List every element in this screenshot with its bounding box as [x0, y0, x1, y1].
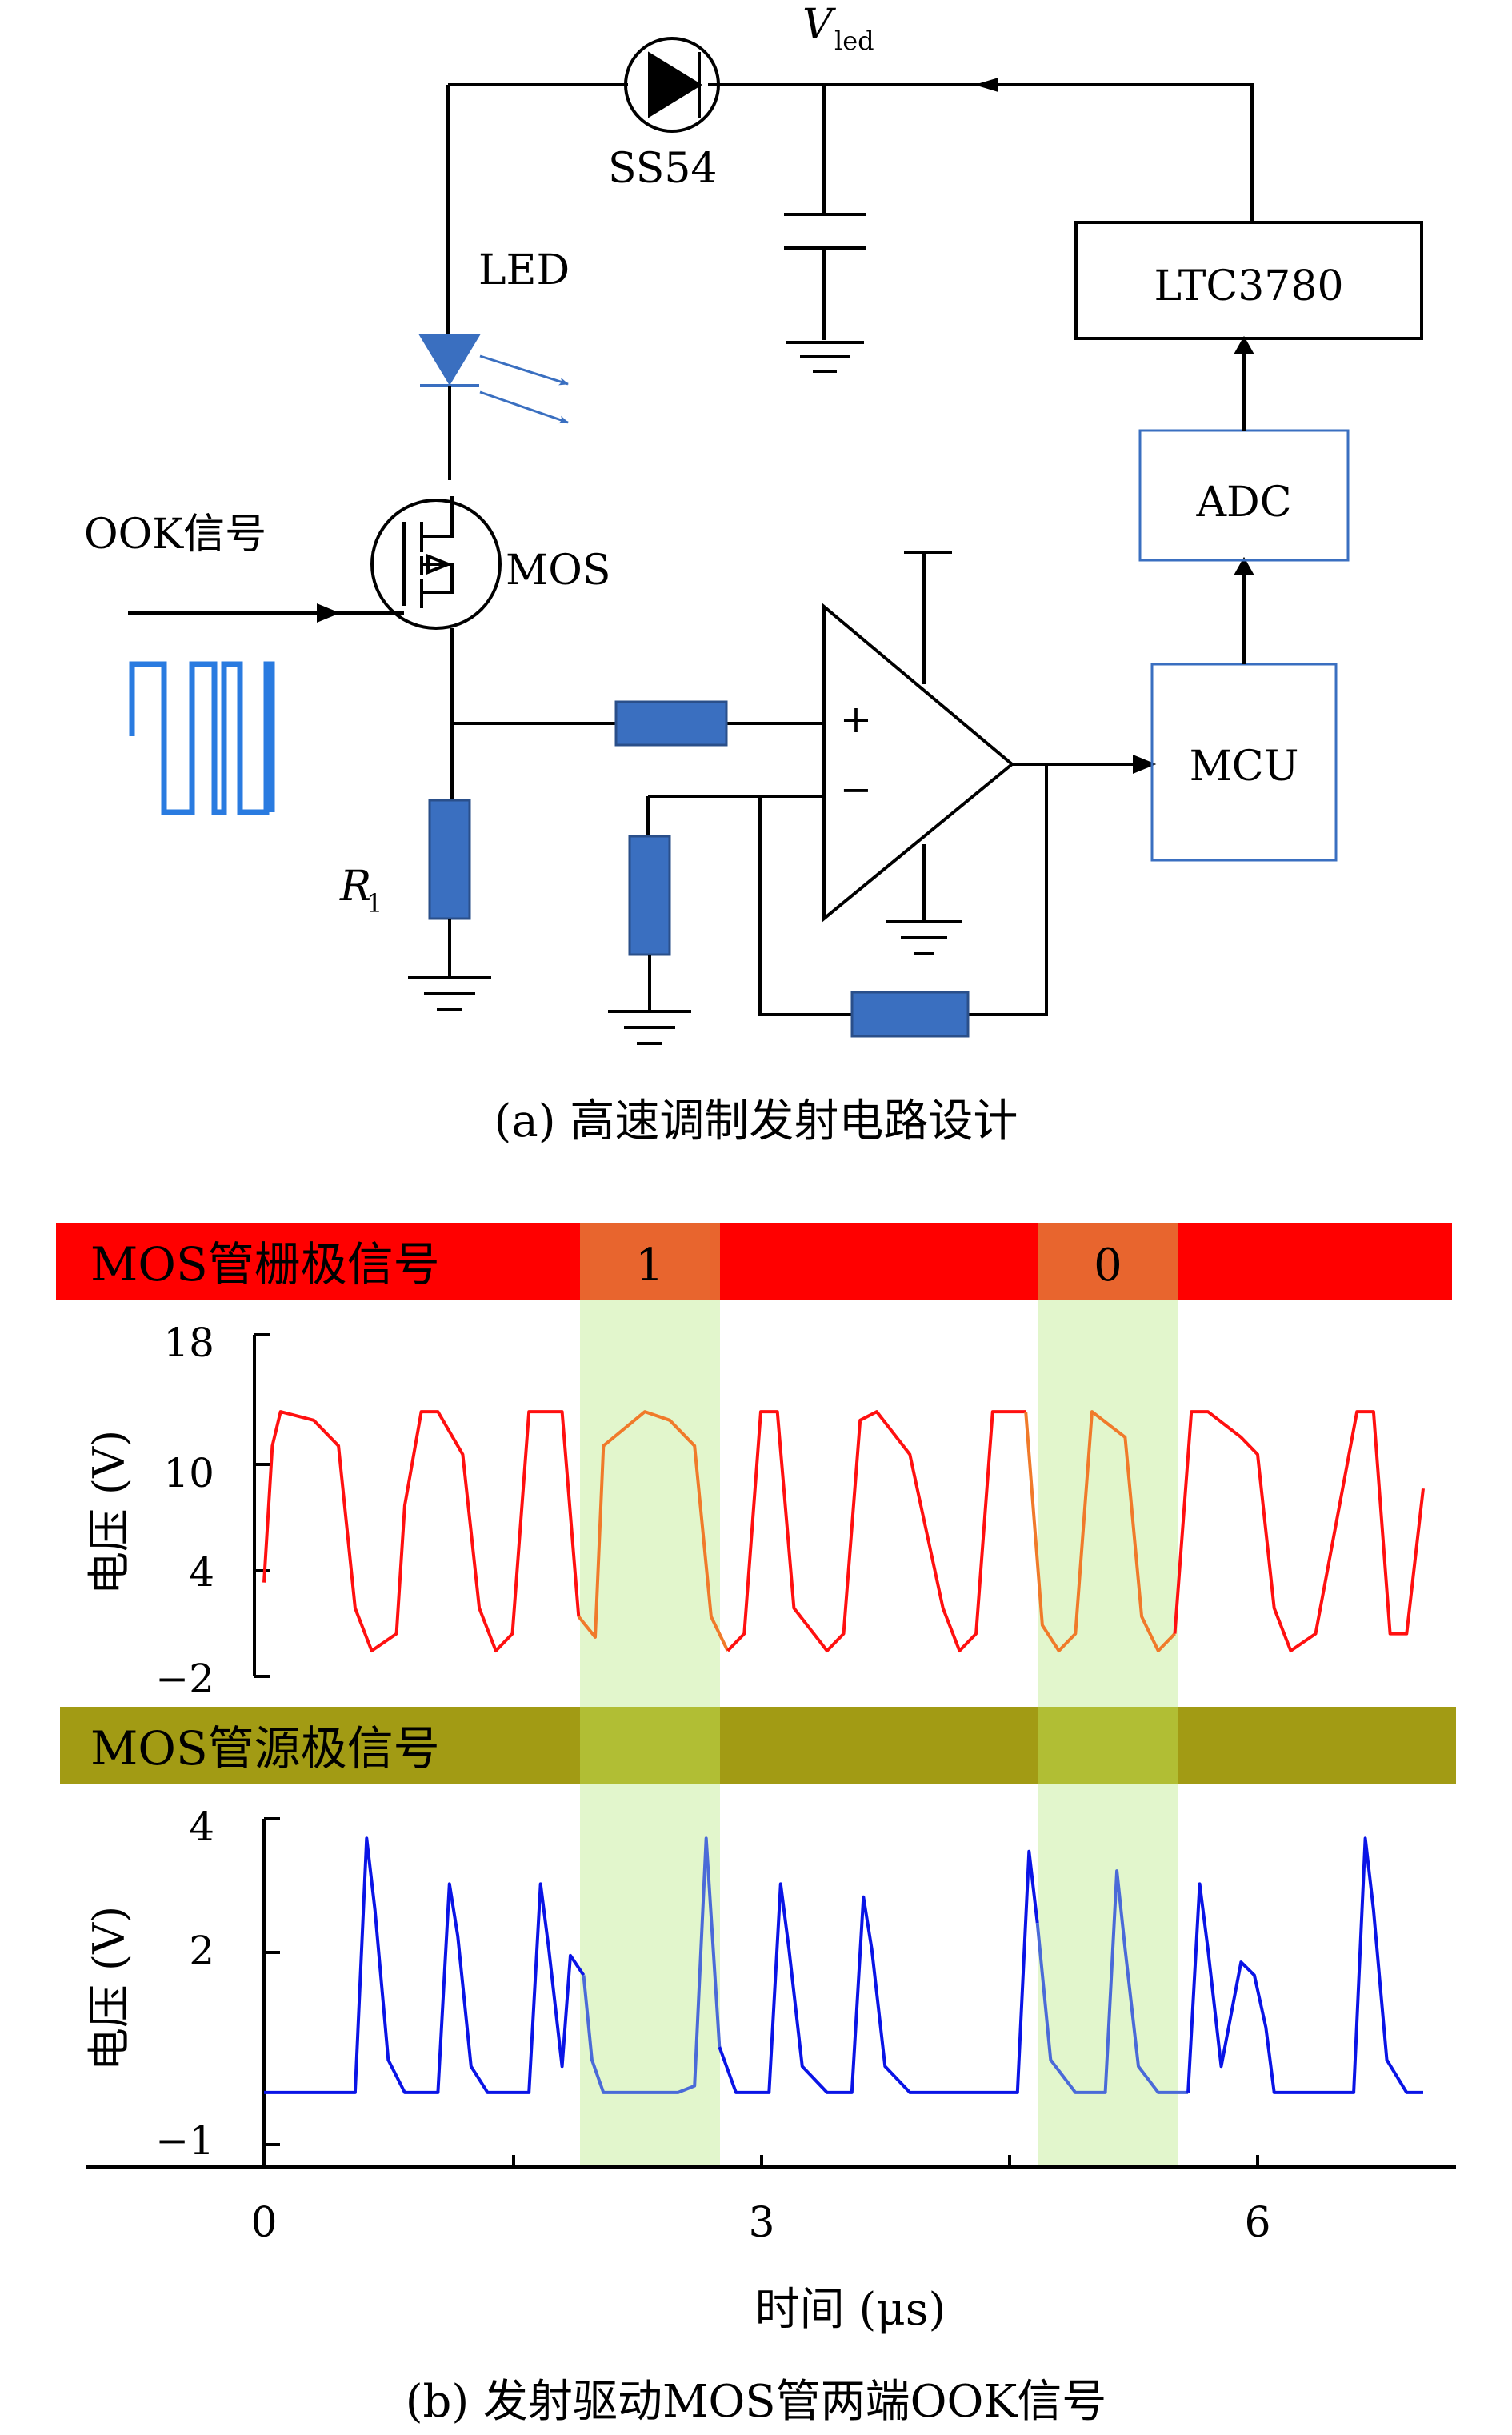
bottom-y-axis [262, 1817, 280, 2161]
bit-label-1: 1 [635, 1240, 664, 1292]
led-light-arrow-1 [479, 354, 569, 386]
resistor-input [614, 700, 728, 747]
source-banner-bit0 [1038, 1707, 1178, 1784]
r1-label: R [339, 863, 371, 911]
bit-label-0: 0 [1094, 1240, 1122, 1292]
capacitor-ground [786, 341, 864, 373]
source-banner [60, 1707, 1456, 1784]
resistor-ground [628, 835, 671, 956]
vled-subscript: led [834, 26, 874, 56]
gate-signal-trace [726, 1410, 1026, 1652]
opamp-plus-label: + [840, 697, 872, 742]
led-label: LED [478, 246, 570, 294]
opamp-supply [904, 551, 952, 684]
mcu-label: MCU [1190, 743, 1299, 791]
top-wire [448, 83, 1254, 222]
mos-transistor-circle [370, 499, 502, 630]
top-ylabel: 电压 (V) [84, 1430, 134, 1595]
arrow-to-adc [1234, 556, 1254, 575]
feedback-wire [758, 764, 1048, 1016]
arrow-to-ltc [1234, 335, 1254, 354]
diode-ss54-circle [624, 37, 720, 133]
ltc3780-label: LTC3780 [1154, 262, 1343, 310]
gate-banner-bit0 [1038, 1223, 1178, 1300]
source-banner-bit1 [580, 1707, 720, 1784]
source-signal-trace [582, 1836, 722, 2094]
gate-signal-trace [577, 1410, 730, 1652]
arrow-to-mcu [1133, 755, 1157, 774]
top-y-axis [253, 1333, 270, 1678]
source-signal-trace [1186, 1836, 1423, 2094]
ook-square-wave [129, 661, 275, 815]
source-signal-trace [718, 1849, 1039, 2094]
led-light-arrow-2 [479, 390, 569, 424]
resistor-ground-ground [608, 955, 691, 1045]
ook-input-arrow [317, 603, 341, 623]
bottom-ytick-neg1: −1 [155, 2117, 214, 2164]
gate-signal-trace [262, 1410, 581, 1652]
opamp-minus-label: − [840, 767, 872, 812]
circuit-diagram [128, 37, 1423, 1045]
gate-banner-bit1 [580, 1223, 720, 1300]
waveform-panel: MOS管栅极信号 1 0 MOS管源极信号 18 10 4 −2 电压 (V) … [56, 1223, 1456, 2428]
bottom-ylabel: 电压 (V) [84, 1906, 134, 2071]
xtick-3: 3 [748, 2199, 774, 2247]
led-symbol [418, 334, 481, 387]
source-signal-trace [1035, 1869, 1189, 2094]
wire-opamp-minus [646, 795, 824, 836]
gate-signal-trace [1024, 1410, 1176, 1652]
caption-b: (b) 发射驱动MOS管两端OOK信号 [406, 2376, 1107, 2428]
top-ytick-4: 4 [189, 1549, 214, 1596]
opamp-triangle [822, 603, 1015, 923]
resistor-r1 [428, 799, 471, 920]
ss54-label: SS54 [608, 145, 718, 193]
mos-label: MOS [506, 547, 611, 595]
vled-label: V [802, 1, 836, 49]
r1-ground [408, 919, 491, 1011]
caption-a: (a) 高速调制发射电路设计 [494, 1095, 1018, 1147]
source-banner-label: MOS管源极信号 [90, 1721, 440, 1776]
gate-signal-trace [1173, 1410, 1425, 1652]
xtick-0: 0 [250, 2199, 277, 2247]
circuit-labels: V led SS54 LED OOK信号 MOS R 1 LTC3780 ADC… [84, 1, 1344, 1147]
opamp-ground [886, 844, 962, 955]
source-signal-trace [264, 1836, 586, 2094]
gate-banner [56, 1223, 1452, 1300]
waveform-traces [262, 1410, 1425, 2094]
capacitor [784, 85, 866, 340]
resistor-feedback [850, 991, 970, 1038]
x-axis-label: 时间 (μs) [755, 2284, 946, 2336]
r1-subscript: 1 [366, 888, 382, 919]
x-axis [86, 2155, 1456, 2169]
xtick-6: 6 [1244, 2199, 1270, 2247]
bottom-ytick-2: 2 [189, 1928, 214, 1974]
gate-banner-label: MOS管栅极信号 [90, 1237, 440, 1292]
adc-label: ADC [1195, 479, 1291, 527]
ook-label: OOK信号 [84, 511, 266, 559]
top-wire-arrow [974, 78, 998, 92]
top-ytick-10: 10 [163, 1450, 214, 1496]
ltc3780-box [1074, 221, 1423, 340]
diode-ss54-symbol [648, 51, 702, 118]
top-ytick-neg2: −2 [155, 1656, 214, 1702]
bottom-ytick-4: 4 [189, 1804, 214, 1850]
mos-transistor-symbol [402, 496, 454, 608]
top-ytick-18: 18 [163, 1320, 214, 1366]
